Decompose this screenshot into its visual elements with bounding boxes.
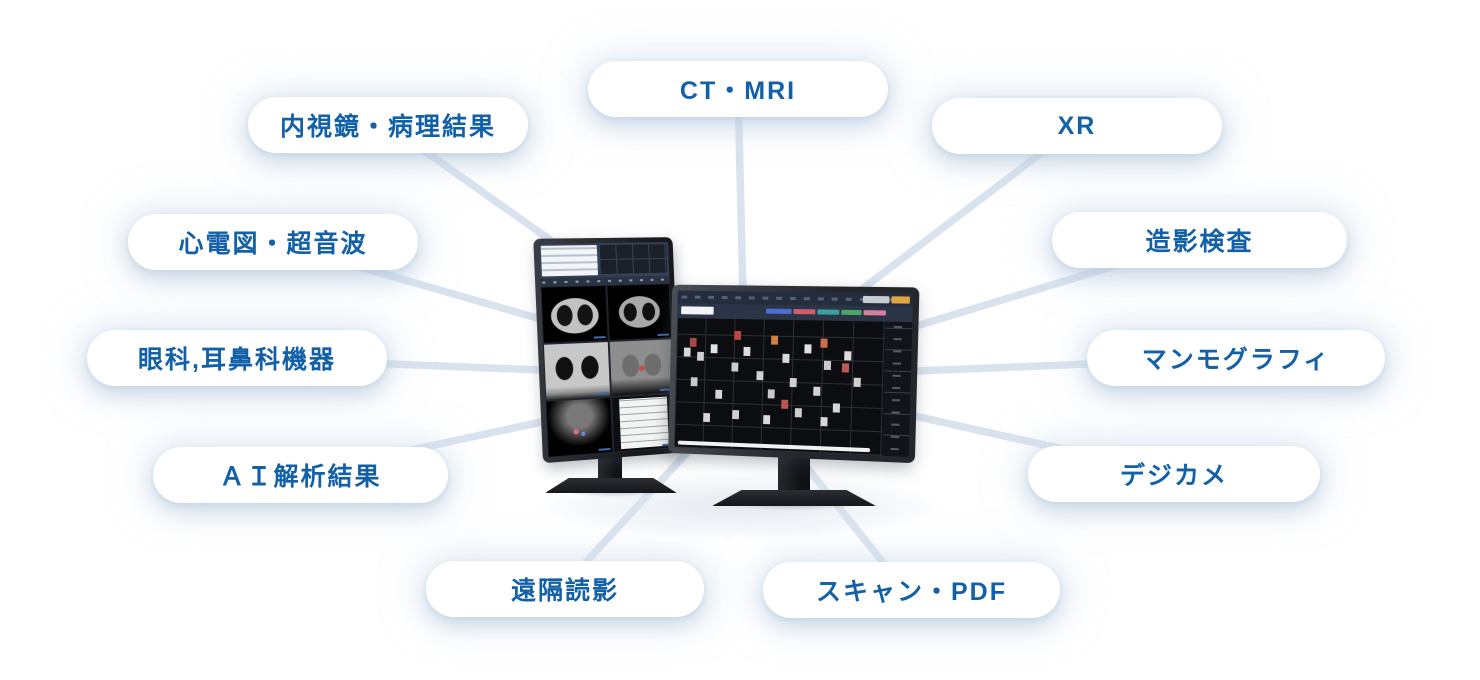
filter-chip-red (793, 309, 816, 315)
ct-coronal-image (609, 339, 674, 396)
right-monitor-stand (778, 452, 810, 494)
pill-ecg-ultrasound: 心電図・超音波 (128, 214, 418, 270)
pill-endoscopy-pathology: 内視鏡・病理結果 (248, 97, 528, 153)
filter-chip-green (841, 309, 862, 316)
right-monitor-screen (673, 290, 914, 457)
worklist-search-box (681, 306, 714, 315)
pill-label: XR (1057, 111, 1097, 140)
pill-label: CT・MRI (679, 77, 797, 105)
series-thumbnail-strip (598, 244, 668, 276)
image-grid (540, 283, 677, 458)
pill-mammography: マンモグラフィ (1087, 330, 1385, 386)
horizontal-scrollbar[interactable] (677, 440, 871, 453)
ct-axial-image (541, 286, 608, 343)
pill-digital-camera: デジカメ (1028, 446, 1320, 502)
report-document (612, 394, 676, 452)
pill-label: 心電図・超音波 (178, 230, 368, 258)
pill-label: 遠隔読影 (510, 577, 619, 605)
pill-scan-pdf: スキャン・PDF (763, 562, 1060, 618)
left-monitor-screen (538, 242, 677, 458)
ct-axial-image (607, 284, 671, 340)
pill-ophthalmology-ent: 眼科,耳鼻科機器 (87, 330, 387, 386)
viewer-toolbar (538, 242, 670, 279)
left-monitor-base (545, 478, 677, 493)
ct-coronal-image (543, 342, 611, 400)
right-monitor (668, 284, 920, 464)
pill-ct-mri: CT・MRI (588, 61, 888, 117)
right-monitor-base (712, 490, 876, 506)
pill-label: 造影検査 (1145, 228, 1254, 256)
pill-label: 眼科,耳鼻科機器 (138, 346, 336, 374)
ultrasound-doppler-image (546, 397, 613, 457)
pill-ai-analysis: ＡＩ解析結果 (153, 447, 448, 503)
filter-chip-teal (817, 309, 840, 315)
timeline-side-column (882, 321, 913, 457)
worklist-header-segment (862, 295, 890, 304)
filter-chip-blue (765, 308, 792, 314)
pill-contrast-exam: 造影検査 (1052, 212, 1347, 268)
pill-label: スキャン・PDF (815, 578, 1007, 606)
study-thumbnails-color (677, 318, 684, 327)
patient-info-panel (540, 245, 599, 277)
pill-label: マンモグラフィ (1141, 346, 1331, 374)
worklist-orange-button (891, 296, 910, 304)
pill-xr: XR (932, 98, 1222, 154)
pill-label: デジカメ (1119, 462, 1228, 490)
report-sheet-page (619, 396, 669, 450)
pill-label: ＡＩ解析結果 (219, 463, 382, 491)
left-monitor (533, 237, 682, 464)
worklist-toolbar (677, 290, 914, 323)
pill-label: 内視鏡・病理結果 (279, 113, 496, 141)
study-timeline-grid (673, 318, 913, 457)
pill-remote-reading: 遠隔読影 (426, 561, 704, 617)
filter-chip-pink (863, 310, 887, 316)
